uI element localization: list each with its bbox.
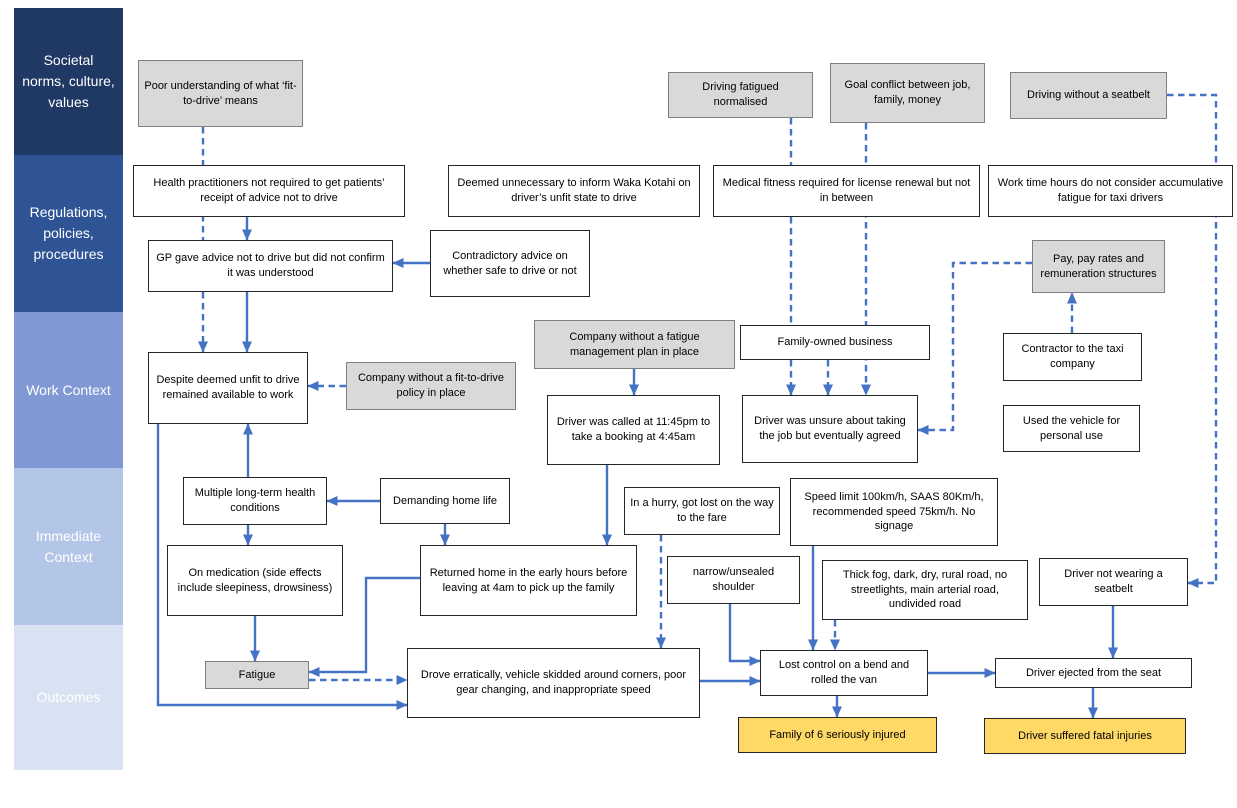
- node-multiple-conditions: Multiple long-term health conditions: [183, 477, 327, 525]
- node-returned-home: Returned home in the early hours before …: [420, 545, 637, 616]
- node-driver-unsure: Driver was unsure about taking the job b…: [742, 395, 918, 463]
- node-company-fatigue-plan: Company without a fatigue management pla…: [534, 320, 735, 369]
- sidebar-band-outcomes: Outcomes: [14, 625, 123, 770]
- node-contractor: Contractor to the taxi company: [1003, 333, 1142, 381]
- edge-driving-without-seatbelt-to-driver-not-wearing: [1167, 93, 1218, 588]
- node-drove-erratically: Drove erratically, vehicle skidded aroun…: [407, 648, 700, 718]
- node-pay-rates: Pay, pay rates and remuneration structur…: [1032, 240, 1165, 293]
- node-thick-fog: Thick fog, dark, dry, rural road, no str…: [822, 560, 1028, 620]
- node-narrow-shoulder: narrow/unsealed shoulder: [667, 556, 800, 604]
- node-goal-conflict: Goal conflict between job, family, money: [830, 63, 985, 123]
- node-company-fit-policy: Company without a fit-to-drive policy in…: [346, 362, 516, 410]
- node-on-medication: On medication (side effects include slee…: [167, 545, 343, 616]
- node-in-a-hurry: In a hurry, got lost on the way to the f…: [624, 487, 780, 535]
- node-family-owned: Family-owned business: [740, 325, 930, 360]
- node-work-time-hours: Work time hours do not consider accumula…: [988, 165, 1233, 217]
- node-family-injured: Family of 6 seriously injured: [738, 717, 937, 753]
- node-despite-unfit: Despite deemed unfit to drive remained a…: [148, 352, 308, 424]
- edge-pay-rates-to-driver-unsure: [917, 261, 1032, 435]
- edge-narrow-shoulder-to-lost-control: [728, 604, 761, 666]
- node-deemed-unnecessary: Deemed unnecessary to inform Waka Kotahi…: [448, 165, 700, 217]
- sidebar-band-societal-norms-culture-values: Societal norms, culture, values: [14, 8, 123, 155]
- edge-despite-unfit-to-drove-erratically: [156, 424, 408, 710]
- node-driver-called: Driver was called at 11:45pm to take a b…: [547, 395, 720, 465]
- node-fatigue: Fatigue: [205, 661, 309, 689]
- node-used-vehicle: Used the vehicle for personal use: [1003, 405, 1140, 452]
- node-lost-control: Lost control on a bend and rolled the va…: [760, 650, 928, 696]
- sidebar-band-regulations-policies-procedures: Regulations, policies, procedures: [14, 155, 123, 312]
- node-driving-fatigued: Driving fatigued normalised: [668, 72, 813, 118]
- node-speed-limit: Speed limit 100km/h, SAAS 80Km/h, recomm…: [790, 478, 998, 546]
- node-driver-not-wearing: Driver not wearing a seatbelt: [1039, 558, 1188, 606]
- node-driver-fatal: Driver suffered fatal injuries: [984, 718, 1186, 754]
- node-driver-ejected: Driver ejected from the seat: [995, 658, 1192, 688]
- node-medical-fitness: Medical fitness required for license ren…: [713, 165, 980, 217]
- node-demanding-home: Demanding home life: [380, 478, 510, 524]
- edge-returned-home-to-fatigue: [308, 576, 420, 677]
- node-gp-gave-advice: GP gave advice not to drive but did not …: [148, 240, 393, 292]
- node-contradictory-advice: Contradictory advice on whether safe to …: [430, 230, 590, 297]
- sidebar-band-work-context: Work Context: [14, 312, 123, 468]
- node-health-practitioners: Health practitioners not required to get…: [133, 165, 405, 217]
- node-driving-without-seatbelt: Driving without a seatbelt: [1010, 72, 1167, 119]
- node-poor-understanding: Poor understanding of what ‘fit-to-drive…: [138, 60, 303, 127]
- sidebar-band-immediate-context: Immediate Context: [14, 468, 123, 625]
